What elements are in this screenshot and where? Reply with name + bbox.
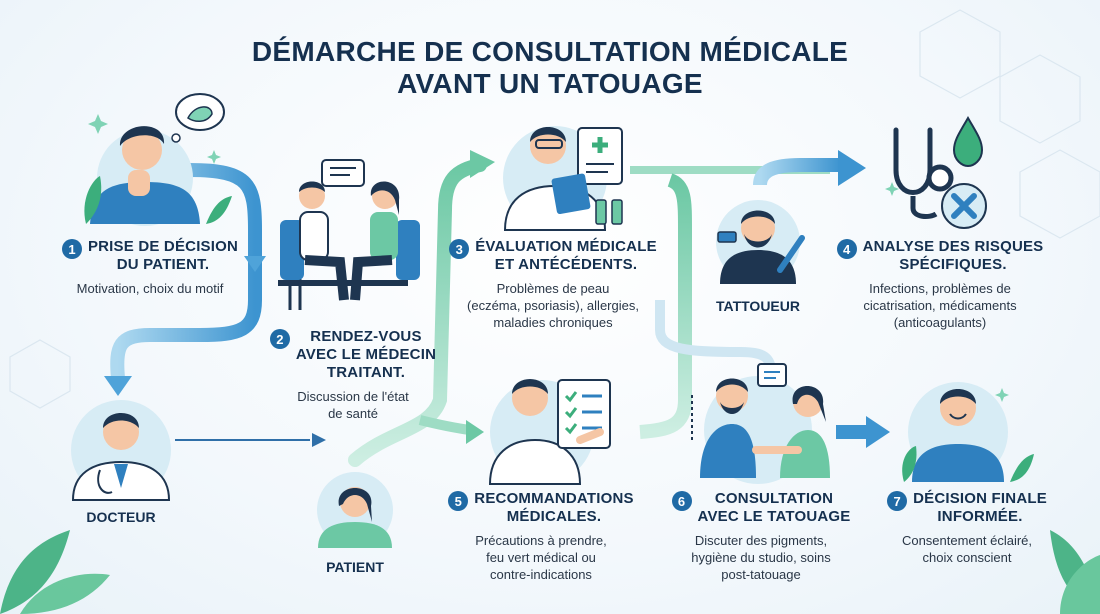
step-description: Problèmes de peau(eczéma, psoriasis), al… bbox=[467, 281, 639, 330]
step-description: Précautions à prendre,feu vert médical o… bbox=[475, 533, 607, 582]
sparkle-decor bbox=[88, 114, 1009, 402]
flow-arrow-3 bbox=[348, 158, 487, 467]
doctor-checklist-icon bbox=[488, 379, 611, 485]
step-number-badge: 6 bbox=[671, 491, 692, 511]
arrowhead bbox=[312, 433, 326, 447]
consultation-icon bbox=[278, 159, 420, 310]
step-description: Consentement éclairé,choix conscient bbox=[901, 533, 1033, 565]
title-line-2: AVANT UN TATOUAGE bbox=[397, 68, 703, 99]
step-number-badge: 2 bbox=[269, 329, 290, 349]
doctor-clipboard-icon bbox=[503, 126, 623, 231]
step-number-badge: 4 bbox=[836, 239, 857, 259]
happy-patient-icon bbox=[902, 382, 1034, 482]
step-description: Discuter des pigments,hygiène du studio,… bbox=[691, 533, 831, 582]
arrowhead bbox=[838, 150, 866, 186]
arrowhead bbox=[866, 416, 890, 448]
arrowhead bbox=[470, 150, 495, 178]
doctor-avatar-icon bbox=[71, 400, 171, 501]
hexagon-decor bbox=[9, 9, 1100, 409]
arrowhead bbox=[466, 420, 484, 444]
patient-avatar-icon bbox=[317, 472, 393, 548]
title-line-1: DÉMARCHE DE CONSULTATION MÉDICALE bbox=[251, 36, 849, 67]
arrowhead bbox=[244, 256, 266, 272]
step-number-badge: 3 bbox=[449, 239, 470, 259]
thinking-patient-icon bbox=[84, 93, 232, 226]
flow-arrow-1 bbox=[110, 163, 262, 385]
flow-arrow-4b bbox=[753, 158, 840, 186]
tattooist-icon bbox=[716, 200, 805, 284]
stethoscope-risk-icon bbox=[893, 115, 987, 229]
page-title: DÉMARCHE DE CONSULTATION MÉDICALE AVANT … bbox=[150, 36, 950, 100]
step-number-badge: 1 bbox=[61, 239, 82, 259]
tattooist-label: TATTOUEUR bbox=[716, 298, 800, 314]
flow-arrow-5 bbox=[639, 173, 692, 439]
step-number-badge: 5 bbox=[448, 491, 469, 511]
step-description: Motivation, choix du motif bbox=[76, 281, 224, 296]
leaf-decor bbox=[0, 530, 1100, 614]
tattoo-session-icon bbox=[691, 363, 830, 484]
doctor-label: DOCTEUR bbox=[86, 509, 156, 525]
arrowhead bbox=[104, 376, 132, 396]
patient-label: PATIENT bbox=[326, 559, 384, 575]
step-number-badge: 7 bbox=[887, 491, 908, 511]
